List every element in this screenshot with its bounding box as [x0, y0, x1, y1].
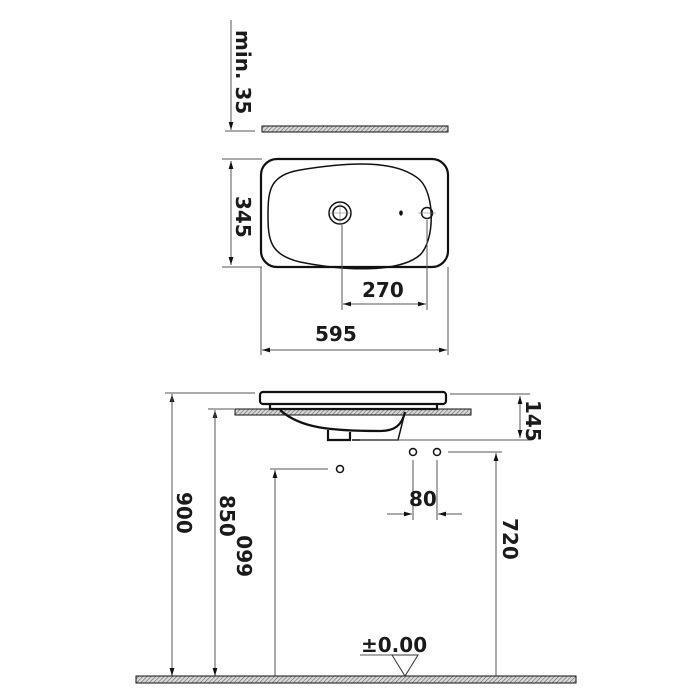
drain-height-label: 660 — [233, 535, 257, 577]
upper-shelf-hatch — [261, 125, 449, 133]
floor-hatch — [135, 675, 577, 684]
basin-height-label: 145 — [521, 400, 545, 442]
tap-offset-label: 270 — [362, 278, 404, 302]
worktop-height-label: 850 — [215, 495, 239, 537]
basin-drain-outlet — [326, 430, 352, 442]
bowl-outline — [267, 163, 432, 270]
basin-outline — [259, 157, 450, 269]
basin-bowl-profile — [279, 409, 407, 433]
supply-height-label: 720 — [498, 518, 522, 560]
supply-spacing-label: 80 — [409, 487, 437, 511]
min-clearance-section: min. 35 — [225, 20, 449, 133]
min-clearance-label: min. 35 — [231, 30, 255, 114]
level-marker-icon — [391, 654, 419, 677]
basin-rim — [258, 390, 448, 406]
supply-hole-right-icon — [432, 447, 442, 457]
depth-label: 345 — [231, 196, 255, 238]
supply-hole-left-icon — [408, 447, 418, 457]
drain-connection-icon — [335, 464, 345, 474]
counter-height-label: 900 — [172, 492, 196, 534]
plan-view: 345 270 595 — [222, 157, 450, 355]
width-label: 595 — [315, 322, 357, 346]
elevation-view: 145 80 720 660 900 850 ±0.00 — [135, 390, 577, 684]
overflow-hole-icon — [399, 210, 403, 216]
floor-level-label: ±0.00 — [361, 633, 427, 657]
